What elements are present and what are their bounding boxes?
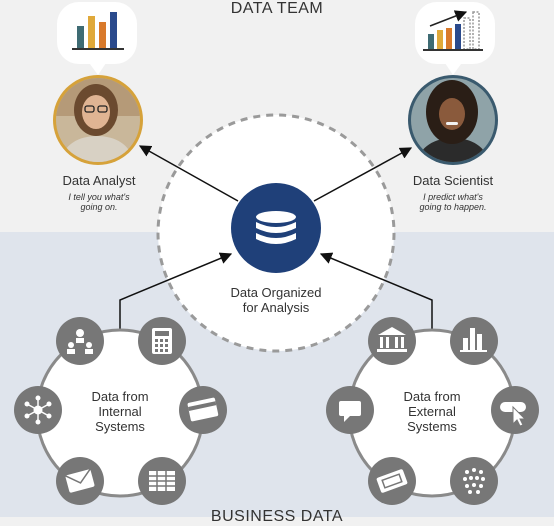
chat-icon (326, 386, 374, 434)
database-icon (231, 183, 321, 273)
scientist-chart-bubble (415, 2, 495, 75)
arrow-to-analyst (138, 145, 239, 202)
click-icon (491, 386, 539, 434)
scientist-avatar (408, 75, 498, 165)
analyst-avatar (53, 75, 143, 165)
arrow-to-scientist (313, 147, 413, 202)
org-chart-icon (56, 317, 104, 365)
dots-icon (450, 457, 498, 505)
email-icon (56, 457, 104, 505)
bar-chart-icon (72, 12, 124, 50)
analyst-chart-bubble (57, 2, 137, 75)
bar-chart-icon (450, 317, 498, 365)
data-team-title: DATA TEAM (230, 0, 324, 17)
trend-chart-icon (423, 10, 483, 51)
bank-icon (368, 317, 416, 365)
analyst-name: Data Analyst (62, 173, 136, 188)
calculator-icon (138, 317, 186, 365)
credit-card-icon (179, 386, 227, 434)
spreadsheet-icon (138, 457, 186, 505)
business-data-title: BUSINESS DATA (210, 508, 344, 525)
scientist-name: Data Scientist (412, 173, 494, 188)
ticket-icon (368, 457, 416, 505)
network-icon (14, 386, 62, 434)
